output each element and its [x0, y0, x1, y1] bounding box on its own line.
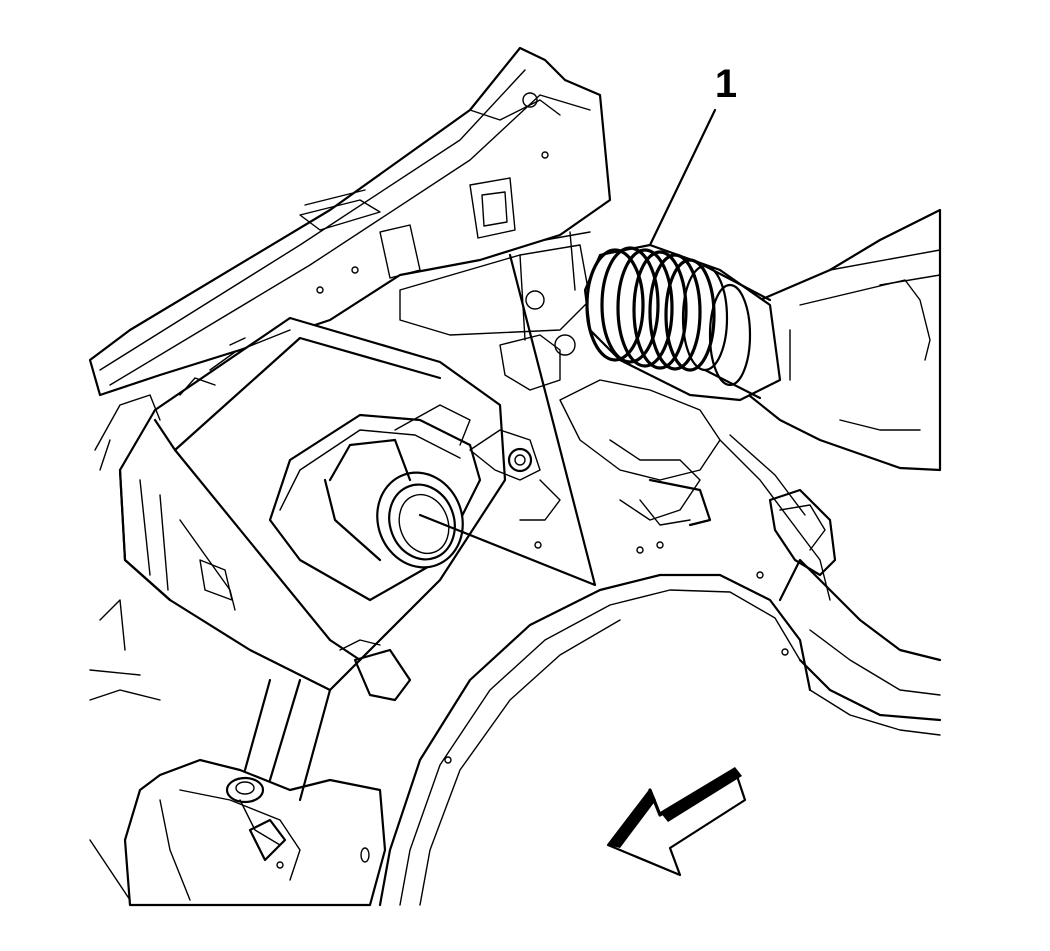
lower-mount-bracket: [89, 599, 412, 907]
callout-leader-1: [648, 108, 717, 247]
air-cleaner-outlet: [323, 404, 541, 569]
frame-rail: [88, 46, 612, 397]
callout-label-1: 1: [714, 62, 738, 106]
air-cleaner-housing: [94, 316, 507, 692]
engine-components: [499, 334, 837, 601]
view-indicator: [418, 253, 597, 587]
intake-hose: [583, 208, 942, 472]
wheel-well: [378, 541, 942, 907]
arrow-icon: [606, 767, 747, 877]
